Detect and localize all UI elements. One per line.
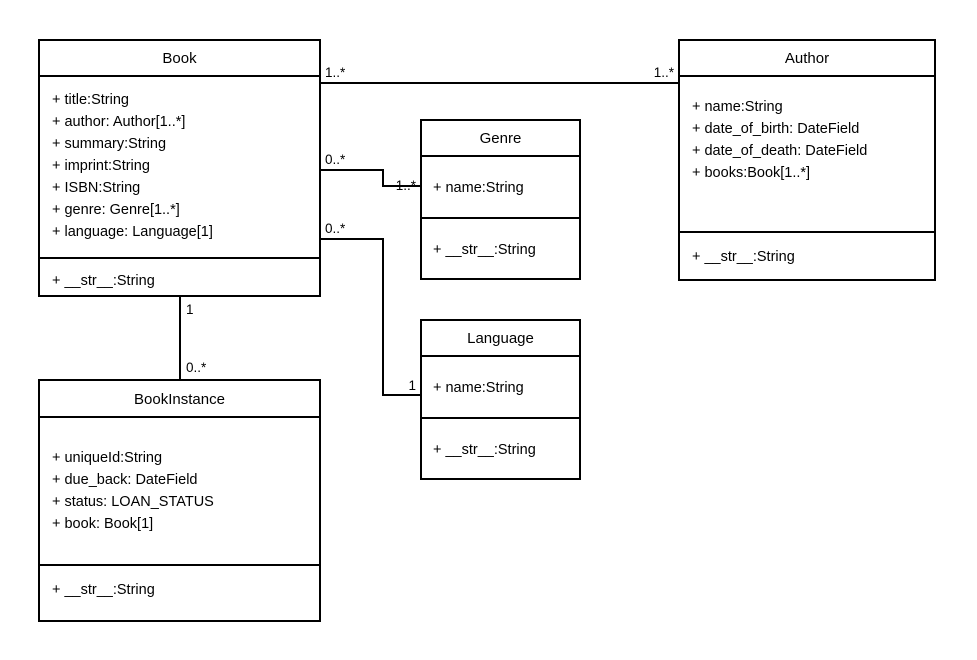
class-author-attribute: + books:Book[1..*]	[692, 165, 810, 181]
class-name-bookinstance: BookInstance	[134, 391, 225, 408]
multiplicity-book-genre-target: 1..*	[396, 178, 417, 193]
association-book-genre: 0..* 1..*	[320, 152, 421, 193]
class-box-author[interactable]: Author + name:String + date_of_birth: Da…	[678, 39, 936, 281]
multiplicity-book-bookinstance-target: 0..*	[186, 360, 207, 375]
class-box-book-outline	[38, 39, 321, 297]
class-book-method: + __str__:String	[52, 273, 155, 289]
association-book-language: 0..* 1	[320, 221, 421, 396]
association-book-author: 1..* 1..*	[320, 65, 679, 84]
multiplicity-book-genre-source: 0..*	[325, 152, 346, 167]
class-author-attribute: + date_of_birth: DateField	[692, 121, 859, 137]
multiplicity-book-author-source: 1..*	[325, 65, 346, 80]
class-name-book: Book	[162, 50, 197, 67]
multiplicity-book-author-target: 1..*	[654, 65, 675, 80]
class-author-attribute: + date_of_death: DateField	[692, 143, 867, 159]
class-bookinstance-attribute: + due_back: DateField	[52, 472, 198, 488]
class-name-language: Language	[467, 330, 534, 347]
class-box-language-outline	[420, 319, 581, 480]
class-language-method: + __str__:String	[433, 442, 536, 458]
class-author-method: + __str__:String	[692, 249, 795, 265]
multiplicity-book-language-target: 1	[408, 378, 416, 393]
class-box-genre-outline	[420, 119, 581, 280]
class-box-language[interactable]: Language + name:String + __str__:String	[420, 319, 581, 480]
class-genre-attribute: + name:String	[433, 180, 524, 196]
class-book-attribute: + author: Author[1..*]	[52, 114, 185, 130]
class-book-attribute: + title:String	[52, 92, 129, 108]
class-box-bookinstance-outline	[38, 379, 321, 622]
class-book-attribute: + genre: Genre[1..*]	[52, 202, 180, 218]
association-book-bookinstance: 1 0..*	[179, 296, 207, 380]
class-book-attribute: + summary:String	[52, 136, 166, 152]
class-box-bookinstance[interactable]: BookInstance + uniqueId:String + due_bac…	[38, 379, 321, 622]
class-book-attribute: + ISBN:String	[52, 180, 140, 196]
class-bookinstance-attribute: + uniqueId:String	[52, 450, 162, 466]
class-name-genre: Genre	[480, 130, 522, 147]
multiplicity-book-language-source: 0..*	[325, 221, 346, 236]
class-name-author: Author	[785, 50, 829, 67]
class-box-genre[interactable]: Genre + name:String + __str__:String	[420, 119, 581, 280]
class-book-attribute: + imprint:String	[52, 158, 150, 174]
class-box-author-outline	[678, 39, 936, 281]
association-line-book-genre	[320, 169, 421, 187]
class-bookinstance-method: + __str__:String	[52, 582, 155, 598]
class-genre-method: + __str__:String	[433, 242, 536, 258]
class-book-attribute: + language: Language[1]	[52, 224, 213, 240]
association-line-book-language	[320, 238, 421, 396]
class-box-book[interactable]: Book + title:String + author: Author[1..…	[38, 39, 321, 297]
multiplicity-book-bookinstance-source: 1	[186, 302, 194, 317]
class-bookinstance-attribute: + status: LOAN_STATUS	[52, 494, 214, 510]
class-language-attribute: + name:String	[433, 380, 524, 396]
class-author-attribute: + name:String	[692, 99, 783, 115]
class-bookinstance-attribute: + book: Book[1]	[52, 516, 153, 532]
